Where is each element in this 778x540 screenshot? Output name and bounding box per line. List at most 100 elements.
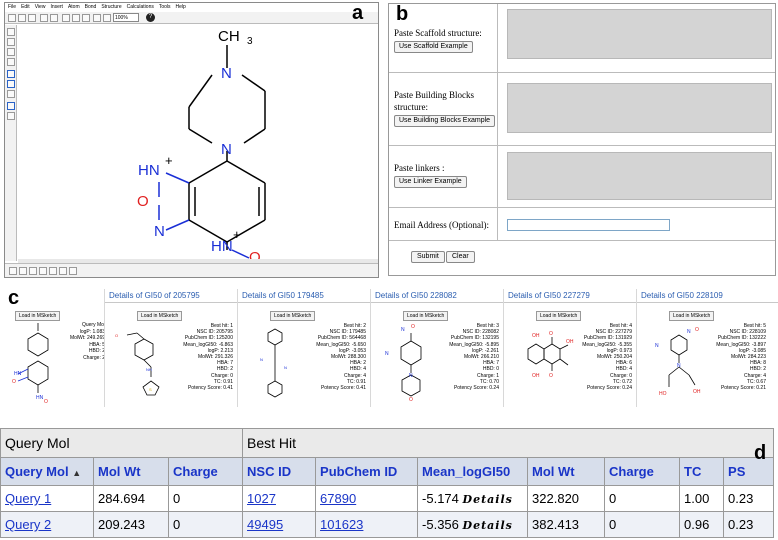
menu-bond[interactable]: Bond bbox=[84, 4, 97, 10]
menu-calculations[interactable]: Calculations bbox=[126, 4, 154, 10]
col-header-best-mol-wt[interactable]: Mol Wt bbox=[527, 457, 606, 486]
clear-button[interactable]: Clear bbox=[446, 251, 475, 263]
hit-load-msketch-button[interactable]: Load in MSketch bbox=[270, 311, 316, 321]
use-linker-example-button[interactable]: Use Linker Example bbox=[394, 176, 467, 188]
query-link[interactable]: Query 2 bbox=[5, 517, 52, 532]
menu-structure[interactable]: Structure bbox=[101, 4, 122, 10]
linkers-textarea[interactable] bbox=[507, 152, 772, 200]
square-template-icon[interactable] bbox=[59, 267, 67, 275]
chain-tool-icon[interactable] bbox=[7, 48, 15, 56]
benzene-template-icon[interactable] bbox=[9, 267, 17, 275]
use-scaffold-example-button[interactable]: Use Scaffold Example bbox=[394, 41, 473, 53]
save-icon[interactable] bbox=[28, 14, 36, 22]
cyclopentane-template-icon[interactable] bbox=[29, 267, 37, 275]
col-header-best-charge[interactable]: Charge bbox=[604, 457, 681, 486]
submit-button[interactable]: Submit bbox=[411, 251, 445, 263]
reaction-arrow-icon[interactable] bbox=[7, 102, 15, 110]
zoom-out-icon[interactable] bbox=[103, 14, 111, 22]
copy-icon[interactable] bbox=[72, 14, 80, 22]
col-header-charge[interactable]: Charge bbox=[167, 457, 244, 486]
cell-ps: 0.23 bbox=[723, 485, 775, 512]
col-header-pubchem-id[interactable]: PubChem ID bbox=[315, 457, 419, 486]
select-tool-icon[interactable] bbox=[7, 28, 15, 36]
hit-load-msketch-button[interactable]: Load in MSketch bbox=[536, 311, 582, 321]
menu-view[interactable]: View bbox=[34, 4, 46, 10]
hit-card-title-link[interactable]: Details of GI50 228109 bbox=[637, 289, 778, 303]
menu-file[interactable]: File bbox=[8, 4, 17, 10]
hit-molecule-thumbnail: OH O OH O OH bbox=[527, 331, 574, 379]
editor-canvas[interactable]: CH 3 N N HN + O N HN + O bbox=[18, 25, 378, 266]
zoom-in-icon[interactable] bbox=[93, 14, 101, 22]
ring-tool-icon[interactable] bbox=[7, 112, 15, 120]
hit-molecule-thumbnail: N N bbox=[260, 328, 287, 398]
menu-atom[interactable]: Atom bbox=[67, 4, 80, 10]
hit-load-msketch-button[interactable]: Load in MSketch bbox=[137, 311, 183, 321]
results-table-panel: Query Mol Best Hit Query Mol ▲ Mol Wt Ch… bbox=[0, 428, 778, 540]
col-header-query-mol[interactable]: Query Mol ▲ bbox=[0, 457, 94, 486]
cell-mol-wt: 284.694 bbox=[93, 485, 169, 512]
col-header-mol-wt[interactable]: Mol Wt bbox=[93, 457, 169, 486]
pubchem-id-link[interactable]: 67890 bbox=[320, 491, 357, 506]
cut-icon[interactable] bbox=[62, 14, 70, 22]
zoom-select[interactable]: 100% bbox=[113, 13, 139, 22]
use-building-blocks-example-button[interactable]: Use Building Blocks Example bbox=[394, 115, 496, 127]
query-properties: Query Mol logP: 1.083 MolWt: 249.269 HBA… bbox=[70, 322, 105, 361]
email-field[interactable] bbox=[507, 219, 670, 231]
hit-card: Details of GI50 of 205795 Load in MSketc… bbox=[104, 289, 237, 407]
help-icon[interactable]: ? bbox=[146, 13, 155, 22]
bracket-tool-icon[interactable] bbox=[7, 90, 15, 98]
pubchem-id-link[interactable]: 101623 bbox=[320, 517, 364, 532]
building-blocks-textarea[interactable] bbox=[507, 83, 772, 133]
col-header-tc[interactable]: TC bbox=[679, 457, 725, 486]
hit-card-title-link[interactable]: Details of GI50 of 205795 bbox=[105, 289, 237, 303]
erase-tool-icon[interactable] bbox=[7, 38, 15, 46]
svg-text:HO: HO bbox=[659, 391, 667, 397]
hit-card-title-link[interactable]: Details of GI50 228082 bbox=[371, 289, 503, 303]
col-header-ps[interactable]: PS bbox=[723, 457, 775, 486]
svg-text:N: N bbox=[687, 329, 691, 335]
svg-text:O: O bbox=[411, 324, 415, 330]
col-header-mean-loggi50[interactable]: Mean_logGI50 bbox=[417, 457, 529, 486]
charge-tool-icon[interactable] bbox=[7, 80, 15, 88]
nsc-id-link[interactable]: 49495 bbox=[247, 517, 284, 532]
hit-load-msketch-button[interactable]: Load in MSketch bbox=[403, 311, 449, 321]
bond-tool-icon[interactable] bbox=[7, 58, 15, 66]
cell-best-mol-wt: 382.413 bbox=[527, 511, 606, 538]
menu-help[interactable]: Help bbox=[175, 4, 186, 10]
hit-load-msketch-button[interactable]: Load in MSketch bbox=[669, 311, 715, 321]
hit-molecule-thumbnail: N O N N HO OH bbox=[655, 327, 701, 397]
ring-template-icon[interactable] bbox=[49, 267, 57, 275]
col-header-nsc-id[interactable]: NSC ID bbox=[242, 457, 317, 486]
details-link[interactable]: Details bbox=[462, 519, 513, 532]
redo-icon[interactable] bbox=[50, 14, 58, 22]
cell-tc: 1.00 bbox=[679, 485, 725, 512]
menu-insert[interactable]: Insert bbox=[50, 4, 63, 10]
cell-charge: 0 bbox=[167, 511, 244, 538]
svg-text:N: N bbox=[409, 373, 413, 379]
undo-icon[interactable] bbox=[40, 14, 48, 22]
new-icon[interactable] bbox=[8, 14, 16, 22]
group-header-query: Query Mol bbox=[0, 428, 244, 458]
more-templates-icon[interactable] bbox=[69, 267, 77, 275]
cyclohexane-template-icon[interactable] bbox=[19, 267, 27, 275]
open-icon[interactable] bbox=[18, 14, 26, 22]
menu-tools[interactable]: Tools bbox=[158, 4, 171, 10]
query-link[interactable]: Query 1 bbox=[5, 491, 52, 506]
details-link[interactable]: Details bbox=[462, 493, 513, 506]
paste-icon[interactable] bbox=[82, 14, 90, 22]
cell-mean-loggi50: -5.356 bbox=[422, 517, 459, 532]
nsc-id-link[interactable]: 1027 bbox=[247, 491, 276, 506]
hit-molecule-thumbnail: N O N N O bbox=[385, 324, 422, 403]
query-load-msketch-button[interactable]: Load in MSketch bbox=[15, 311, 61, 321]
hit-card-title-link[interactable]: Details of GI50 179485 bbox=[238, 289, 370, 303]
linkers-label: Paste linkers : bbox=[394, 163, 445, 173]
menu-edit[interactable]: Edit bbox=[21, 4, 30, 10]
text-tool-icon[interactable] bbox=[7, 70, 15, 78]
pentagon-template-icon[interactable] bbox=[39, 267, 47, 275]
methyl-label: CH bbox=[218, 28, 240, 45]
input-form: Paste Scaffold structure: Use Scaffold E… bbox=[388, 3, 776, 276]
editor-hscroll[interactable] bbox=[18, 259, 378, 263]
scaffold-textarea[interactable] bbox=[507, 9, 772, 59]
query-line: Charge: 2 bbox=[83, 354, 106, 361]
hit-card-title-link[interactable]: Details of GI50 227279 bbox=[504, 289, 636, 303]
